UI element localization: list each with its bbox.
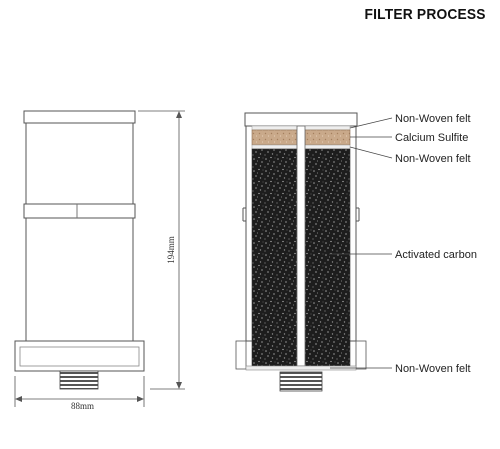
height-dimension-label: 194mm xyxy=(166,236,176,264)
width-dimension-label: 88mm xyxy=(71,401,94,411)
layer-label-activated-carbon: Activated carbon xyxy=(395,249,477,261)
filter-exterior-view xyxy=(14,110,185,407)
layer-label-middle-felt: Non-Woven felt xyxy=(395,153,471,165)
leader-lines xyxy=(329,117,393,369)
layer-label-top-felt: Non-Woven felt xyxy=(395,113,471,125)
layer-label-bottom-felt: Non-Woven felt xyxy=(395,363,471,375)
diagram-title: FILTER PROCESS xyxy=(364,6,486,23)
filter-cross-section xyxy=(235,112,367,392)
layer-label-calcium-sulfite: Calcium Sulfite xyxy=(395,132,468,144)
